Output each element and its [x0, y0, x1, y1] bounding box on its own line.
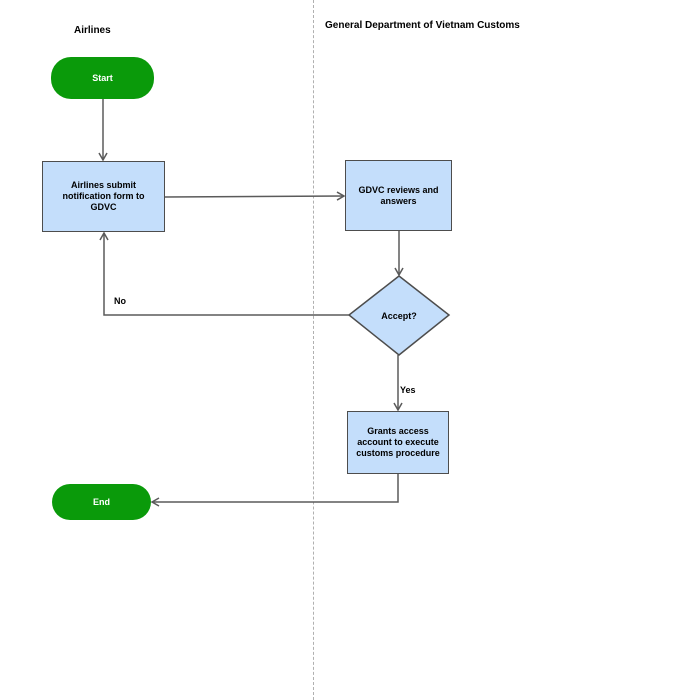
edge-submit-to-review: [164, 191, 346, 201]
start-node: Start: [51, 57, 154, 99]
process-submit-label: Airlines submit notification form to GDV…: [62, 180, 145, 212]
swimlane-divider: [313, 0, 314, 700]
process-review-label: GDVC reviews and answers: [358, 185, 439, 206]
lane-title-airlines: Airlines: [74, 25, 111, 36]
end-label: End: [93, 497, 110, 507]
process-grant-access: Grants access account to execute customs…: [347, 411, 449, 474]
process-grant-label: Grants access account to execute customs…: [356, 426, 440, 458]
edge-label-no: No: [114, 296, 126, 306]
decision-label: Accept?: [381, 311, 417, 321]
edge-decision-no: [99, 231, 349, 316]
end-node: End: [52, 484, 151, 520]
process-submit-form: Airlines submit notification form to GDV…: [42, 161, 165, 232]
decision-diamond: [347, 275, 451, 356]
lane-title-gdvc: General Department of Vietnam Customs: [325, 20, 520, 31]
process-review: GDVC reviews and answers: [345, 160, 452, 231]
edge-grant-to-end: [150, 474, 399, 507]
edge-label-yes: Yes: [400, 385, 416, 395]
start-label: Start: [92, 73, 113, 83]
